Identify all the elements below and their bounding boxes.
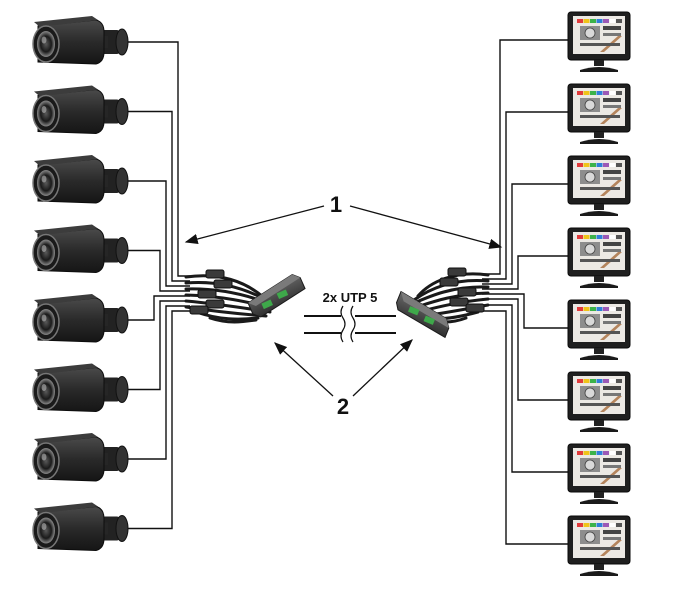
cable-label: 2x UTP 5 [323, 290, 378, 305]
camera-8 [32, 502, 129, 552]
camera-4 [32, 224, 129, 274]
monitor-5 [567, 299, 631, 360]
utp-cable-links [304, 305, 396, 343]
camera-5 [32, 294, 129, 343]
camera-7 [32, 433, 129, 482]
monitor-wiring [482, 39, 568, 545]
monitor-wire-1 [482, 39, 568, 275]
monitor-wire-6 [482, 298, 568, 401]
camera-wire-1 [126, 41, 190, 277]
camera-wiring [126, 41, 190, 530]
monitor-7 [567, 443, 631, 504]
camera-6 [32, 363, 129, 413]
monitor-8 [567, 515, 631, 576]
utp-transceiver-left [184, 269, 306, 324]
callout-arrows [184, 205, 503, 397]
callout-2-arrow-left [274, 342, 334, 397]
monitor-4 [567, 227, 631, 288]
callout-1-label: 1 [330, 192, 342, 217]
camera-3 [32, 155, 129, 204]
camera-wire-8 [126, 310, 190, 530]
camera-1 [32, 16, 129, 65]
camera-wire-4 [126, 249, 190, 292]
monitor-wire-2 [482, 111, 568, 280]
camera-2 [32, 85, 129, 135]
monitor-wire-7 [482, 304, 568, 473]
callout-2-label: 2 [337, 394, 349, 419]
bnc-connectors-right [439, 267, 485, 313]
camera-wire-5 [126, 295, 190, 321]
utp-transceiver-right [395, 267, 490, 339]
monitor-3 [567, 155, 631, 216]
monitor-1 [567, 11, 631, 72]
monitor-2 [567, 83, 631, 144]
monitor-wire-4 [482, 255, 568, 290]
monitor-wire-3 [482, 183, 568, 285]
camera-wire-3 [126, 180, 190, 287]
callout-1-arrow-right [349, 205, 503, 249]
bnc-connectors-left [189, 269, 233, 315]
callout-1-arrow-left [184, 205, 325, 245]
monitor-6 [567, 371, 631, 432]
monitor-wire-8 [482, 310, 568, 545]
camera-wire-2 [126, 110, 190, 282]
camera-wire-6 [126, 300, 190, 391]
monitor-column [567, 11, 631, 576]
camera-column [32, 16, 129, 552]
monitor-wire-5 [482, 293, 568, 329]
camera-wire-7 [126, 305, 190, 460]
callout-2-arrow-right [352, 339, 413, 397]
